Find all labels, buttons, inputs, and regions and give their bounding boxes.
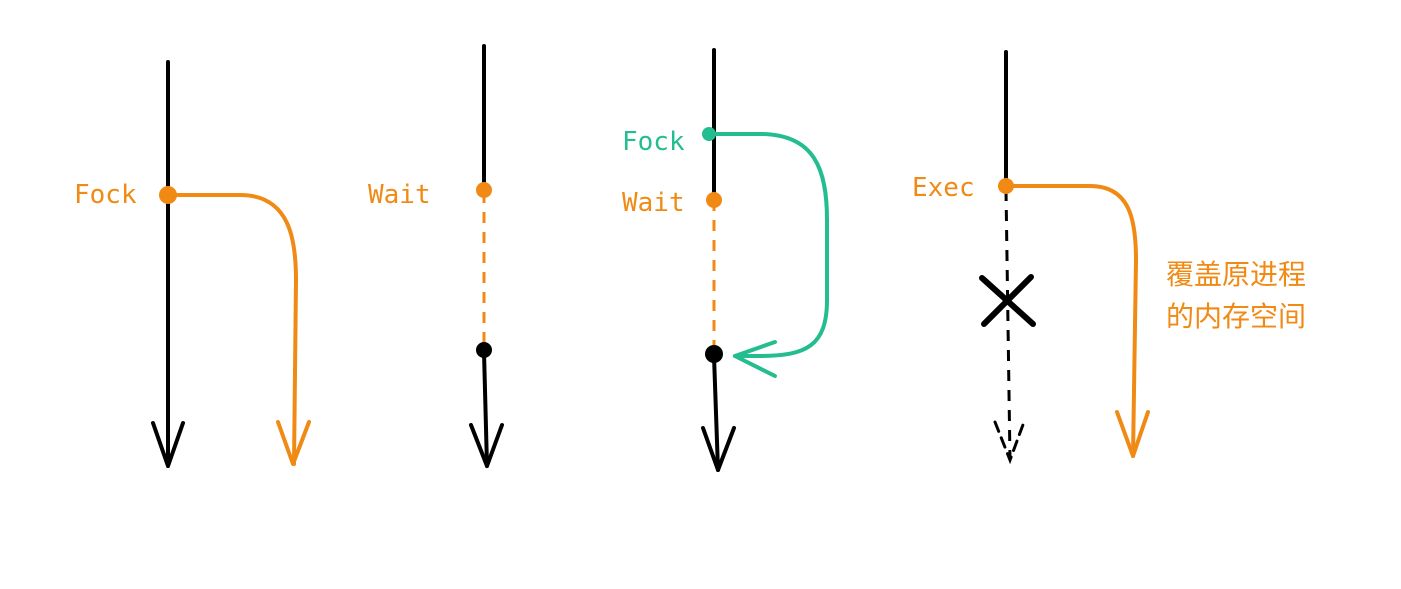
fork-point [159, 186, 177, 204]
wait-label: Wait [368, 180, 431, 210]
child-return-arrowhead [733, 340, 777, 378]
resumed-arrowhead [469, 423, 504, 468]
child-process-line [166, 193, 299, 466]
parent-arrowhead [151, 421, 185, 468]
child-arrowhead [276, 420, 311, 466]
resumed-line [482, 350, 489, 468]
child-process-loop [706, 132, 829, 358]
panel-wait: Wait [368, 44, 504, 468]
exec-point [998, 178, 1014, 194]
resume-point [476, 342, 492, 358]
terminated-cross-icon [979, 274, 1036, 327]
fork-point [702, 127, 716, 141]
new-program-arrowhead [1115, 410, 1150, 458]
wait-point [706, 192, 722, 208]
exec-note-line-2: 的内存空间 [1166, 300, 1306, 333]
replaced-dashed-line [1004, 189, 1012, 461]
panel-fork: Fock [74, 60, 311, 468]
replaced-arrowhead [993, 420, 1026, 465]
exec-note-line-1: 覆盖原进程 [1166, 258, 1306, 291]
fork-label: Fock [74, 180, 137, 210]
exec-label: Exec [912, 173, 975, 203]
wait-point [476, 182, 492, 198]
panel-fork-wait: Fock Wait [622, 48, 829, 472]
wait-label: Wait [622, 188, 685, 218]
new-program-line [1004, 184, 1139, 458]
resumed-line [712, 354, 720, 472]
panel-exec: Exec 覆盖原进程 的内存空间 [912, 50, 1306, 465]
fork-label: Fock [622, 127, 685, 157]
resumed-arrowhead [701, 426, 736, 472]
